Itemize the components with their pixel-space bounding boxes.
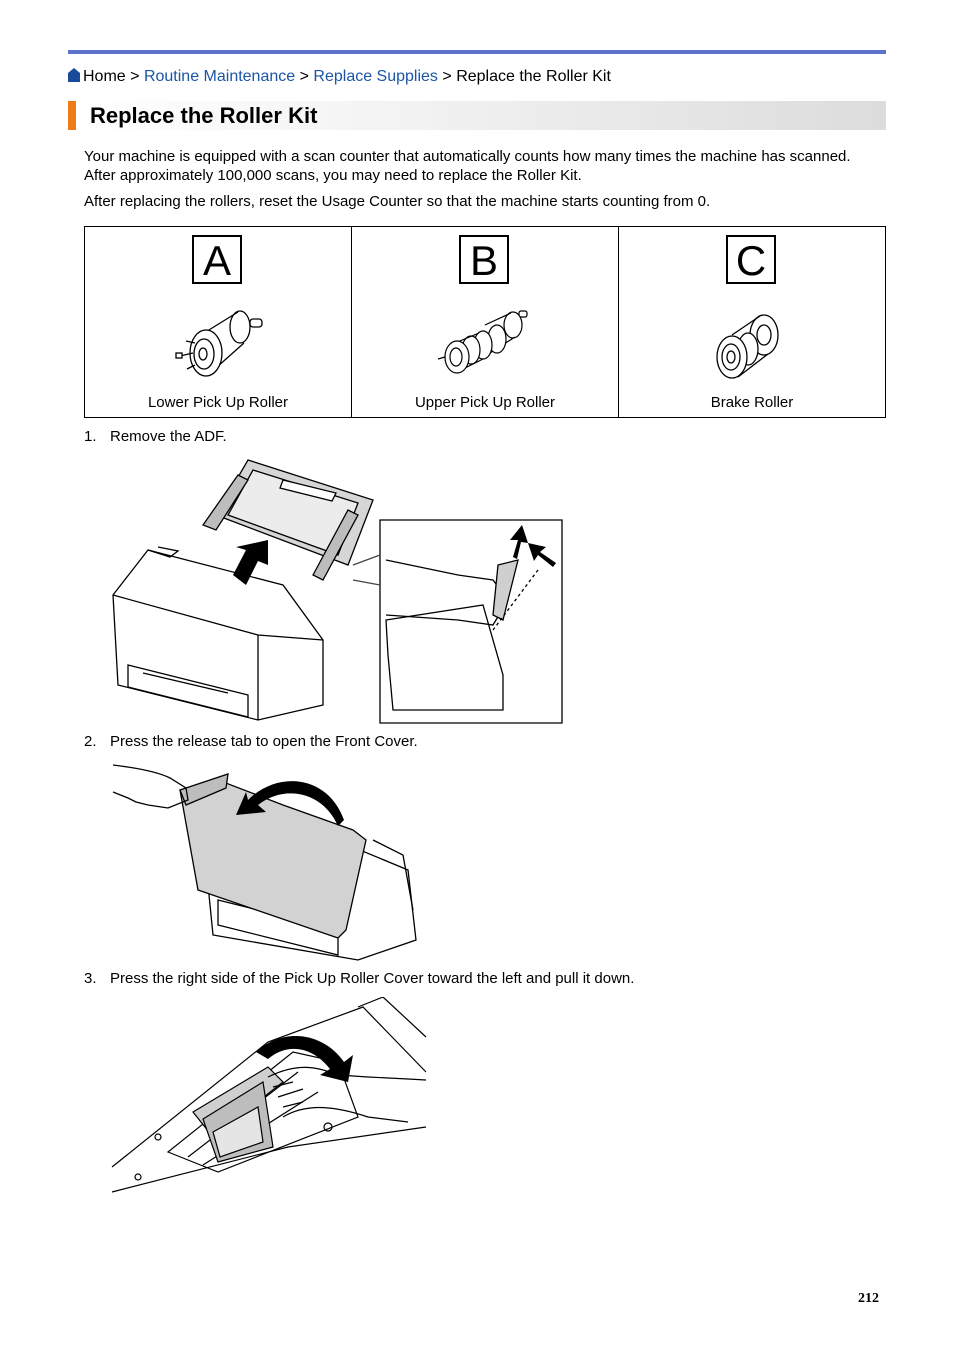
page-number: 212 <box>858 1291 879 1306</box>
step-item: 3. Press the right side of the Pick Up Ro… <box>84 969 634 988</box>
breadcrumb-current: Replace the Roller Kit <box>456 68 611 85</box>
part-letter: A <box>192 235 242 284</box>
step-number: 2. <box>84 733 97 750</box>
header-rule <box>68 50 886 54</box>
part-cell-b: B Upper Pick Up Roller <box>351 226 619 418</box>
page-title: Replace the Roller Kit <box>90 103 318 128</box>
part-letter: C <box>726 235 776 284</box>
brake-roller-image <box>716 314 779 379</box>
intro-paragraph-reset: After replacing the rollers, reset the U… <box>84 193 711 210</box>
part-cell-a: A Lower Pick Up Roller <box>84 226 352 418</box>
step-number: 3. <box>84 970 97 987</box>
lower-pick-up-roller-image <box>175 310 263 377</box>
part-label: Lower Pick Up Roller <box>147 394 289 411</box>
part-cell-c: C Brake Roller <box>618 226 886 418</box>
breadcrumb-home[interactable]: Home <box>83 68 126 85</box>
home-icon[interactable] <box>68 68 80 82</box>
upper-pick-up-roller-image <box>437 310 528 374</box>
page-title-bar: Replace the Roller Kit <box>68 101 886 130</box>
part-letter: B <box>459 235 509 284</box>
breadcrumb-replace-supplies[interactable]: Replace Supplies <box>313 68 438 85</box>
part-label: Brake Roller <box>710 394 794 411</box>
breadcrumb-separator: > <box>299 68 309 85</box>
step-item: 2. Press the release tab to open the Fron… <box>84 732 418 751</box>
breadcrumb-routine-maintenance[interactable]: Routine Maintenance <box>143 68 296 85</box>
breadcrumb-separator: > <box>442 68 452 85</box>
remove-adf-illustration <box>112 459 563 724</box>
breadcrumb: Home > Routine Maintenance > Replace Sup… <box>68 67 611 87</box>
pick-up-roller-cover-illustration <box>111 997 427 1193</box>
breadcrumb-separator: > <box>130 68 140 85</box>
roller-kit-table: A Lower Pick Up Roller B <box>84 226 886 418</box>
intro-paragraph: Your machine is equipped with a scan cou… <box>84 148 851 184</box>
open-front-cover-illustration <box>112 764 417 961</box>
step-text: Press the right side of the Pick Up Roll… <box>110 970 635 987</box>
step-item: 1. Remove the ADF. <box>84 427 227 446</box>
title-accent <box>68 101 76 130</box>
step-text: Remove the ADF. <box>110 428 227 445</box>
part-label: Upper Pick Up Roller <box>414 394 556 411</box>
step-number: 1. <box>84 428 97 445</box>
step-text: Press the release tab to open the Front … <box>110 733 418 750</box>
